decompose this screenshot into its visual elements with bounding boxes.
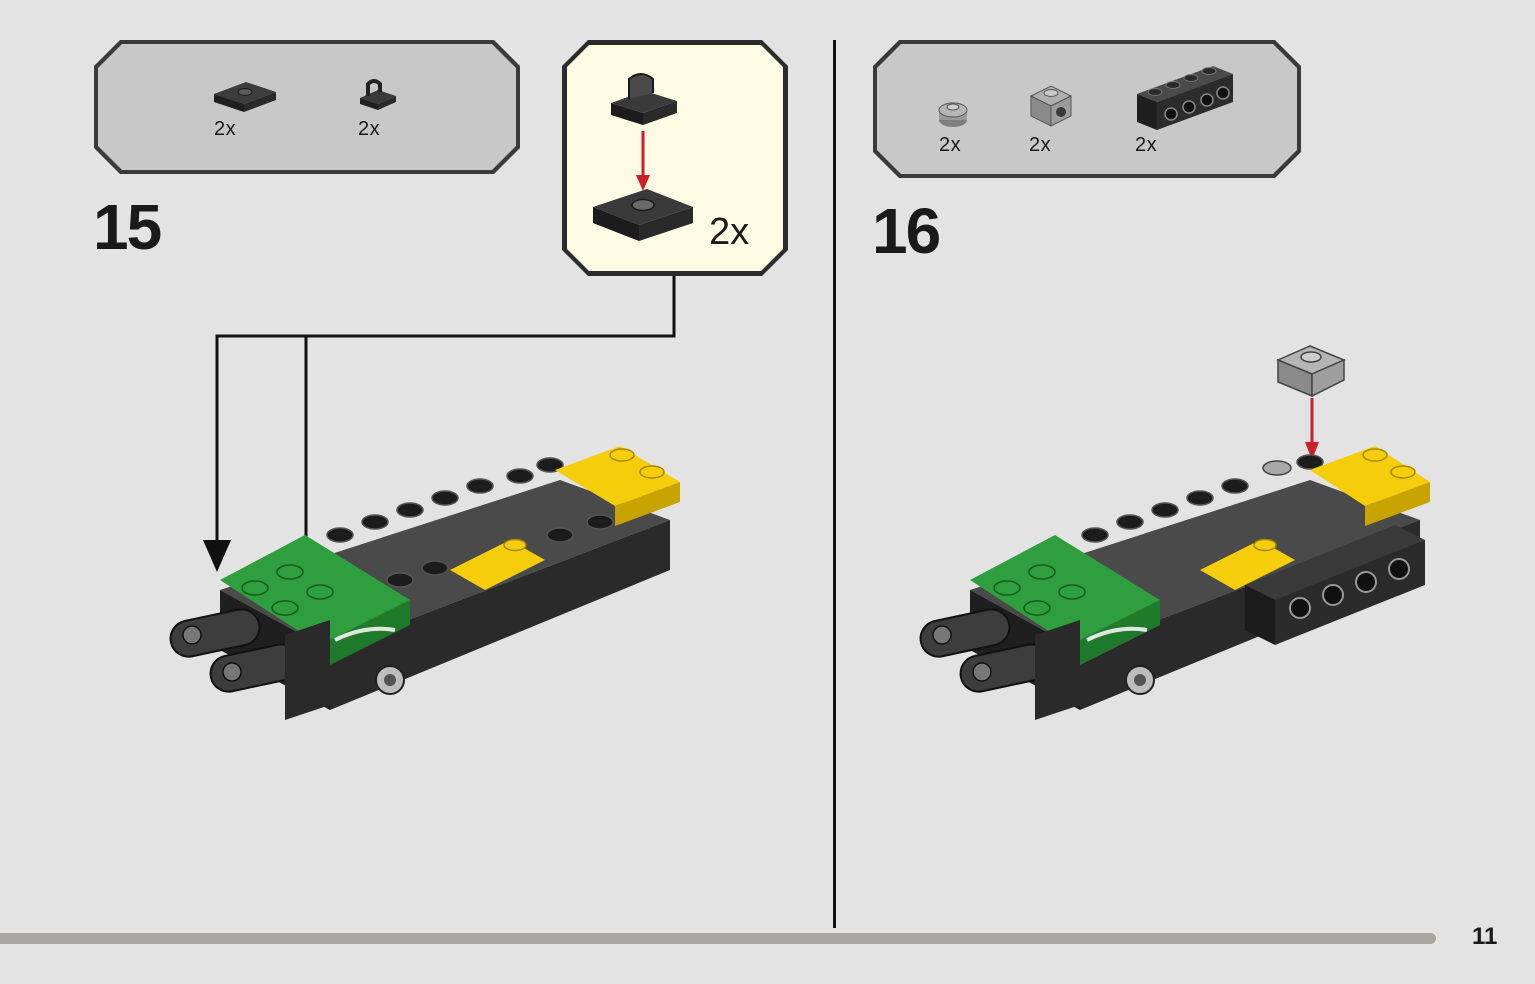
gray-bracket-1x1-icon [1027, 80, 1077, 132]
page-number: 11 [1472, 923, 1498, 950]
gray-bracket-placement [1276, 345, 1346, 460]
step-16-part-2-quantity: 2x [1029, 134, 1052, 156]
step-15-callout: 2x [567, 45, 783, 271]
car-model-step-16 [919, 446, 1430, 720]
step-15-part-2-quantity: 2x [358, 118, 381, 140]
step-15-number: 15 [93, 191, 162, 263]
step-divider [833, 40, 836, 928]
black-jumper-plate-1x2-icon [589, 183, 699, 247]
black-jumper-plate-1x2-icon [210, 76, 280, 116]
black-clip-plate-icon [354, 76, 404, 118]
step-16-part-1-quantity: 2x [939, 134, 962, 156]
gray-round-plate-1x1-icon [937, 98, 969, 132]
black-clip-plate-icon [607, 67, 683, 135]
step-16-part-3-quantity: 2x [1135, 134, 1158, 156]
step-16-number: 16 [872, 195, 941, 267]
step-15-part-1-quantity: 2x [214, 118, 237, 140]
step-16-parts-list: 2x 2x 2x [877, 44, 1297, 174]
page-progress-bar [0, 933, 1436, 944]
step-15-parts-list: 2x 2x [98, 44, 516, 170]
callout-quantity: 2x [709, 211, 750, 253]
red-insert-arrow [635, 131, 651, 193]
car-model-step-15 [169, 446, 680, 720]
black-technic-brick-1x4-icon [1133, 62, 1237, 134]
